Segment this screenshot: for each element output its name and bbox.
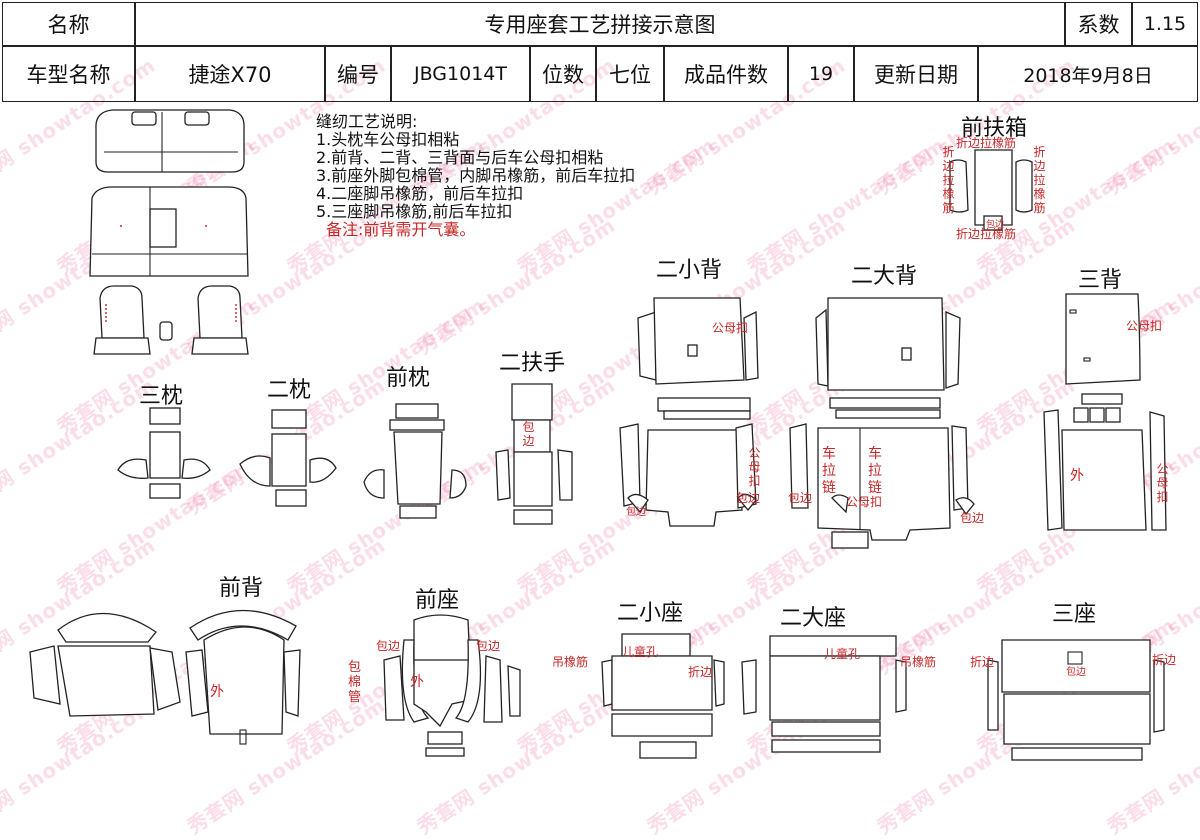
annot-child-hole-large-seat: 儿童孔: [824, 647, 861, 661]
group-label-front-seat: 前座: [415, 588, 460, 613]
note-item: 1.头枕车公母扣相粘: [316, 130, 460, 149]
annot-buckle-small-back: 公母扣: [712, 321, 749, 335]
coef-label-cell: 系数: [1065, 2, 1132, 46]
annot-wrap-cotton-tube: 包棉管: [348, 660, 362, 705]
note-item: 2.前背、二背、三背面与后车公母扣相粘: [316, 148, 604, 167]
annot-zipper-left: 车拉链: [822, 446, 836, 496]
third-seat-pieces: [987, 639, 1165, 761]
front-back-pieces: [29, 609, 301, 745]
group-label-second-large-back: 二大背: [851, 264, 918, 289]
seat-overview-front-row: [93, 285, 249, 355]
front-seat-pieces: [383, 614, 521, 757]
third-pillow-pieces: [117, 407, 211, 499]
annot-wrap-edge-third-seat: 包边: [1066, 667, 1086, 678]
seats-value-cell: 七位: [596, 46, 664, 102]
annot-fold-elastic-bottom: 折边拉橡筋: [956, 227, 1017, 241]
pattern-drawing: [29, 109, 1167, 761]
annot-outside-front-back: 外: [210, 684, 224, 700]
code-label-cell: 编号: [325, 46, 391, 102]
code-value-cell: JBG1014T: [391, 46, 530, 102]
group-label-second-armrest: 二扶手: [499, 351, 566, 376]
annot-child-hole-small-seat: 儿童孔: [622, 645, 659, 659]
group-label-front-back: 前背: [219, 576, 264, 601]
group-label-front-armbox: 前扶箱: [961, 116, 1028, 141]
group-label-front-pillow: 前枕: [386, 366, 431, 391]
second-pillow-pieces: [239, 409, 337, 507]
annot-outside-third-back: 外: [1070, 468, 1084, 484]
second-armrest-pieces: [495, 383, 573, 525]
second-large-back-pieces: [789, 297, 975, 549]
seat-overview-third-row: [95, 109, 245, 173]
annot-wrap-edge-large-back-l: 包边: [788, 491, 813, 505]
annot-hang-elastic-large-seat: 吊橡筋: [900, 655, 937, 669]
note-item: 5.三座脚吊橡筋,前后车拉扣: [316, 202, 513, 221]
seats-label-cell: 位数: [530, 46, 596, 102]
annot-fold-edge-third-seat-l: 折边: [970, 655, 995, 669]
annot-wrap-edge-large-back-r: 包边: [960, 511, 985, 525]
model-value-cell: 捷途X70: [135, 46, 325, 102]
second-large-seat-pieces: [741, 635, 907, 753]
annot-wrap-edge-front-seat-r: 包边: [476, 639, 501, 653]
annot-wrap-edge-front-seat-l: 包边: [376, 639, 401, 653]
pieces-label-cell: 成品件数: [664, 46, 788, 102]
annot-wrap-edge-armbox: 包边: [986, 220, 1005, 230]
annot-fold-elastic-top: 折边拉橡筋: [956, 136, 1017, 150]
group-label-third-pillow: 三枕: [139, 384, 184, 409]
group-label-second-pillow: 二枕: [267, 378, 312, 403]
front-pillow-pieces: [363, 403, 467, 519]
note-item: 3.前座外脚包棉管，内脚吊橡筋，前后车拉扣: [316, 166, 636, 185]
annot-wrap-edge-small-back-r: 包边: [736, 491, 761, 505]
pieces-value-cell: 19: [788, 46, 854, 102]
date-value-cell: 2018年9月8日: [978, 46, 1198, 102]
second-small-back-pieces: [619, 297, 759, 527]
notes-remark: 备注:前背需开气囊。: [326, 220, 476, 239]
annot-zipper-right: 车拉链: [868, 446, 882, 496]
group-label-third-seat: 三座: [1052, 602, 1097, 627]
annot-fold-edge-third-seat-r: 折边: [1152, 653, 1177, 667]
notes-title: 缝纫工艺说明:: [316, 112, 418, 131]
coef-value-cell: 1.15: [1132, 2, 1198, 46]
name-label-cell: 名称: [2, 2, 135, 46]
group-label-second-small-seat: 二小座: [617, 601, 684, 626]
second-small-seat-pieces: [601, 633, 725, 759]
sheet-title: 专用座套工艺拼接示意图: [135, 2, 1065, 46]
model-label-cell: 车型名称: [2, 46, 135, 102]
annot-hang-elastic-small-seat: 吊橡筋: [552, 655, 589, 669]
group-label-second-small-back: 二小背: [656, 258, 723, 283]
seat-overview-second-row: [89, 186, 249, 277]
annot-wrap-edge-small-back-l: 包边: [626, 507, 646, 518]
annot-buckle-third-back-side: 公母扣: [1156, 462, 1169, 504]
front-armbox-pieces: [949, 149, 1033, 231]
third-back-pieces: [1043, 293, 1167, 531]
annot-buckle-large-back: 公母扣: [846, 495, 883, 509]
annot-fold-elastic-left: 折边拉橡筋: [942, 145, 955, 215]
date-label-cell: 更新日期: [854, 46, 978, 102]
annot-fold-elastic-right: 折边拉橡筋: [1033, 145, 1046, 215]
annot-outside-front-seat: 外: [410, 674, 424, 690]
annot-buckle-small-back-side: 公母扣: [748, 446, 761, 488]
sewing-notes: 缝纫工艺说明: 1.头枕车公母扣相粘 2.前背、二背、三背面与后车公母扣相粘 3…: [316, 113, 635, 239]
group-label-second-large-seat: 二大座: [780, 606, 847, 631]
annot-fold-edge-small-seat: 折边: [688, 665, 713, 679]
annot-buckle-third-back: 公母扣: [1126, 319, 1163, 333]
annot-wrap-edge-armrest: 包边: [522, 420, 535, 448]
note-item: 4.二座脚吊橡筋，前后车拉扣: [316, 184, 524, 203]
group-label-third-back: 三背: [1078, 268, 1123, 293]
